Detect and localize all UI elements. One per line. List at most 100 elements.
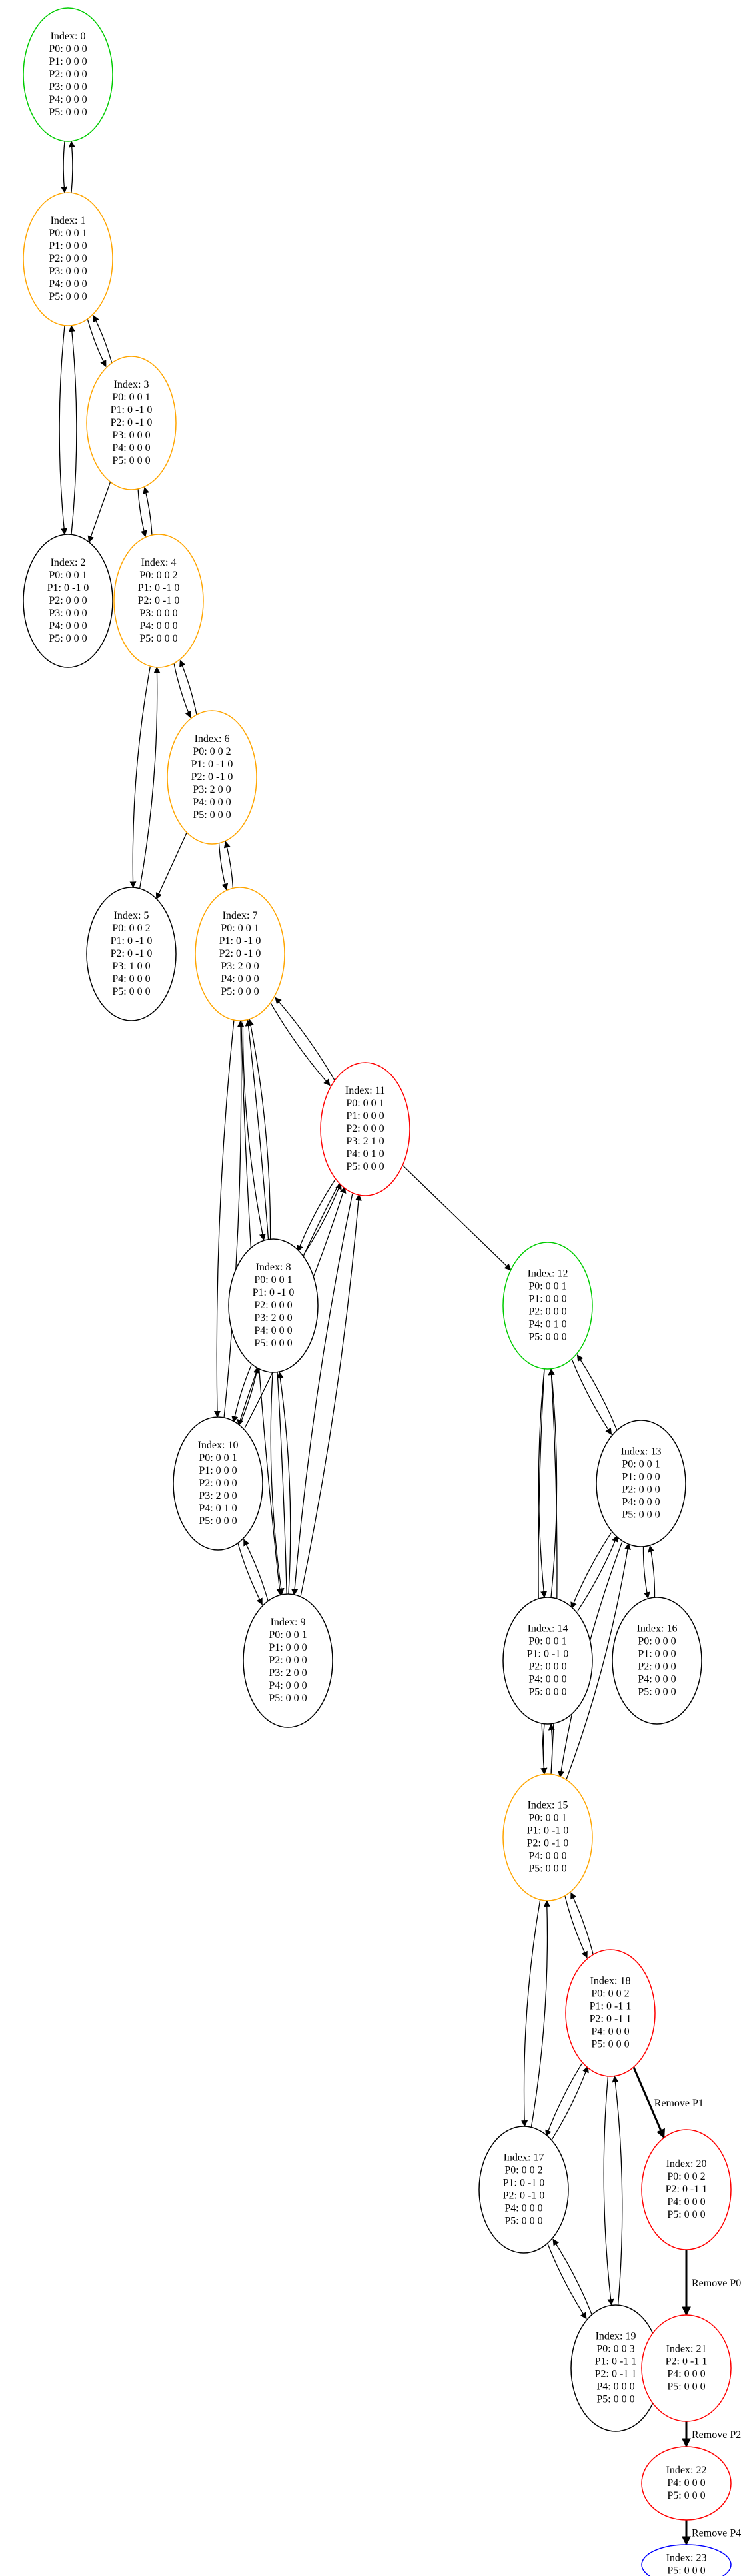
edge-9-to-8 bbox=[277, 1371, 291, 1595]
state-node-3-outline bbox=[86, 356, 177, 490]
state-node-2-outline bbox=[23, 534, 113, 668]
state-node-22-line: P5: 0 0 0 bbox=[667, 2490, 705, 2501]
edge-2-to-1 bbox=[68, 325, 77, 535]
edge-9-to-11 bbox=[300, 1194, 362, 1597]
state-node-20-line: P4: 0 0 0 bbox=[667, 2196, 705, 2208]
state-node-17-index: Index: 17 bbox=[504, 2152, 544, 2164]
state-node-10-outline bbox=[173, 1416, 263, 1551]
state-node-8-line: P5: 0 0 0 bbox=[254, 1338, 292, 1349]
edge-17-to-18 bbox=[552, 2066, 589, 2140]
edge-label-21-to-22: Remove P2 bbox=[692, 2429, 741, 2441]
edge-8-to-9 bbox=[270, 1372, 285, 1595]
state-node-11-outline bbox=[320, 1062, 410, 1196]
state-node-6-outline bbox=[167, 710, 257, 845]
state-node-21-line: P4: 0 0 0 bbox=[667, 2369, 705, 2380]
state-node-16-index: Index: 16 bbox=[637, 1623, 678, 1635]
state-node-1-index: Index: 1 bbox=[51, 215, 86, 226]
state-node-8-line: P2: 0 0 0 bbox=[254, 1300, 292, 1311]
nodes-layer: Index: 0P0: 0 0 0P1: 0 0 0P2: 0 0 0P3: 0… bbox=[23, 7, 732, 2576]
edge-11-to-7 bbox=[275, 997, 336, 1082]
edge-1-to-0 bbox=[68, 141, 75, 193]
state-node-1-line: P3: 0 0 0 bbox=[49, 266, 87, 277]
state-node-15-line: P2: 0 -1 0 bbox=[527, 1838, 569, 1849]
edge-13-to-14 bbox=[570, 1532, 612, 1609]
state-node-1: Index: 1P0: 0 0 1P1: 0 0 0P2: 0 0 0P3: 0… bbox=[23, 192, 113, 326]
edge-19-to-17 bbox=[552, 2238, 593, 2316]
state-node-7-line: P5: 0 0 0 bbox=[221, 986, 259, 997]
state-node-7-line: P0: 0 0 1 bbox=[221, 923, 259, 934]
state-node-4-line: P5: 0 0 0 bbox=[139, 633, 177, 644]
state-node-9-outline bbox=[243, 1593, 333, 1728]
state-node-22-index: Index: 22 bbox=[666, 2465, 707, 2476]
edge-label-22-to-23: Remove P4 bbox=[692, 2528, 741, 2539]
edge-12-to-13 bbox=[570, 1358, 612, 1435]
state-node-9: Index: 9P0: 0 0 1P1: 0 0 0P2: 0 0 0P3: 2… bbox=[243, 1593, 333, 1728]
edges-layer bbox=[59, 141, 691, 2546]
edge-8-to-10 bbox=[231, 1364, 252, 1423]
state-node-10-line: P4: 0 1 0 bbox=[199, 1503, 237, 1514]
edge-7-to-10 bbox=[213, 1020, 235, 1418]
state-node-16-line: P5: 0 0 0 bbox=[638, 1687, 676, 1698]
state-node-6-line: P2: 0 -1 0 bbox=[191, 771, 233, 783]
state-node-8-line: P0: 0 0 1 bbox=[254, 1274, 292, 1286]
state-node-2-line: P3: 0 0 0 bbox=[49, 608, 87, 619]
state-node-5-line: P2: 0 -1 0 bbox=[111, 948, 153, 959]
state-node-20-line: P5: 0 0 0 bbox=[667, 2209, 705, 2220]
edge-16-to-13 bbox=[648, 1545, 656, 1598]
state-node-4-line: P0: 0 0 2 bbox=[139, 570, 177, 581]
state-node-17-line: P1: 0 -1 0 bbox=[503, 2178, 545, 2189]
state-node-3-line: P5: 0 0 0 bbox=[112, 455, 150, 466]
state-node-5-line: P3: 1 0 0 bbox=[112, 961, 150, 972]
state-node-3: Index: 3P0: 0 0 1P1: 0 -1 0P2: 0 -1 0P3:… bbox=[86, 356, 177, 490]
state-node-16-line: P0: 0 0 0 bbox=[638, 1636, 676, 1647]
state-node-6-line: P1: 0 -1 0 bbox=[191, 759, 233, 770]
state-node-18-line: P4: 0 0 0 bbox=[591, 2026, 629, 2038]
edge-14-to-13 bbox=[576, 1535, 618, 1612]
state-node-6-line: P3: 2 0 0 bbox=[193, 784, 231, 795]
state-node-11-line: P4: 0 1 0 bbox=[346, 1148, 384, 1160]
edge-18-to-15 bbox=[570, 1892, 594, 1956]
state-node-22-outline bbox=[641, 2446, 732, 2521]
state-node-18-line: P0: 0 0 2 bbox=[591, 1988, 629, 2000]
state-node-5-line: P5: 0 0 0 bbox=[112, 986, 150, 997]
edge-14-to-12 bbox=[548, 1368, 558, 1598]
edge-7-to-11 bbox=[269, 1001, 331, 1086]
state-node-11-index: Index: 11 bbox=[345, 1085, 385, 1096]
state-node-5-line: P1: 0 -1 0 bbox=[111, 935, 153, 947]
state-node-8-line: P3: 2 0 0 bbox=[254, 1312, 292, 1324]
state-node-14-line: P5: 0 0 0 bbox=[528, 1687, 566, 1698]
state-node-17-outline bbox=[478, 2126, 569, 2254]
state-node-12-index: Index: 12 bbox=[528, 1268, 568, 1280]
state-node-9-line: P2: 0 0 0 bbox=[269, 1655, 307, 1666]
edge-8-to-7 bbox=[247, 1019, 271, 1240]
state-node-1-line: P4: 0 0 0 bbox=[49, 278, 87, 290]
state-node-13-line: P0: 0 0 1 bbox=[622, 1459, 660, 1470]
state-node-0-line: P4: 0 0 0 bbox=[49, 94, 87, 105]
edge-11-to-12 bbox=[402, 1164, 512, 1271]
state-node-3-index: Index: 3 bbox=[114, 379, 149, 390]
state-node-9-line: P1: 0 0 0 bbox=[269, 1642, 307, 1653]
state-node-10-line: P5: 0 0 0 bbox=[199, 1515, 237, 1527]
state-node-5-line: P4: 0 0 0 bbox=[112, 973, 150, 985]
state-node-23-line: P5: 0 0 0 bbox=[667, 2565, 705, 2576]
edge-15-to-18 bbox=[564, 1895, 588, 1958]
state-node-6-index: Index: 6 bbox=[195, 733, 230, 745]
state-node-23-outline bbox=[641, 2544, 732, 2576]
state-node-13-line: P2: 0 0 0 bbox=[622, 1484, 660, 1496]
state-node-13-index: Index: 13 bbox=[621, 1446, 662, 1458]
state-node-0-line: P3: 0 0 0 bbox=[49, 81, 87, 93]
state-node-20-line: P2: 0 -1 1 bbox=[666, 2184, 708, 2195]
state-node-12-line: P5: 0 0 0 bbox=[528, 1332, 566, 1343]
state-node-18-outline bbox=[565, 1949, 656, 2077]
edge-18-to-20 bbox=[632, 2066, 665, 2139]
state-node-1-line: P5: 0 0 0 bbox=[49, 291, 87, 302]
edge-18-to-17 bbox=[545, 2063, 582, 2137]
state-node-5-line: P0: 0 0 2 bbox=[112, 923, 150, 934]
